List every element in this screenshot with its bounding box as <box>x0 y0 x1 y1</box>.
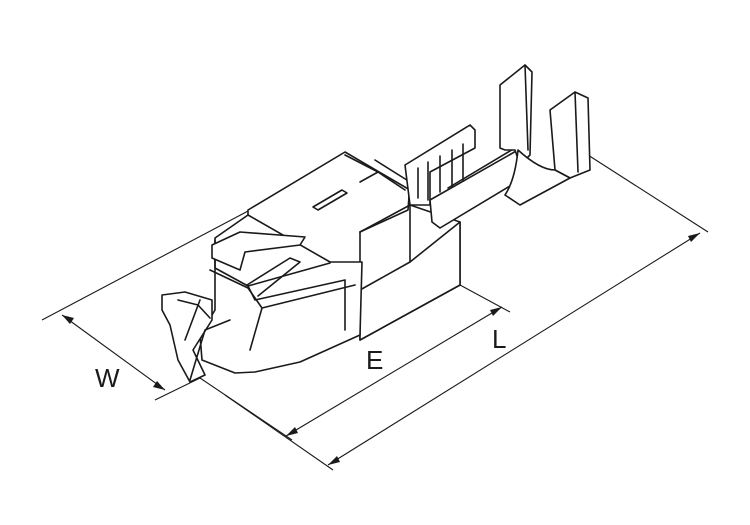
crimp-base <box>504 149 571 206</box>
label-l: L <box>492 324 506 354</box>
w-arrow-top <box>62 315 74 324</box>
spring-slot <box>246 257 301 297</box>
e-arrow-left <box>286 427 298 436</box>
barrel-edge <box>447 147 516 189</box>
spring-arm-left <box>209 269 263 351</box>
e-dimension-line <box>285 306 503 437</box>
terminal-part <box>161 64 591 383</box>
l-extension-left <box>224 394 334 471</box>
barrel-base <box>429 149 521 229</box>
l-arrow-left <box>328 456 340 465</box>
rib-line <box>359 171 379 183</box>
crimp-tab-tall-edge <box>524 64 529 151</box>
l-extension-right <box>587 154 709 233</box>
label-w: W <box>95 363 120 393</box>
w-extension-top <box>41 209 251 321</box>
e-extension-right <box>459 284 511 313</box>
l-dimension-line <box>327 232 701 466</box>
crimp-tab-short <box>549 91 591 179</box>
front-latch <box>161 291 213 383</box>
dimension-lines <box>41 154 709 471</box>
w-arrow-bottom <box>153 381 165 390</box>
top-slot <box>312 189 348 211</box>
spring-arm-line <box>261 284 356 309</box>
crimp-tab-short-edge <box>574 91 579 173</box>
e-arrow-right <box>490 307 502 316</box>
latch-detail-2 <box>184 299 201 341</box>
spring-tab <box>211 231 306 271</box>
l-arrow-right <box>688 233 700 242</box>
label-e: E <box>366 345 383 375</box>
w-dimension-line <box>61 314 166 391</box>
latch-detail-3 <box>189 319 231 381</box>
